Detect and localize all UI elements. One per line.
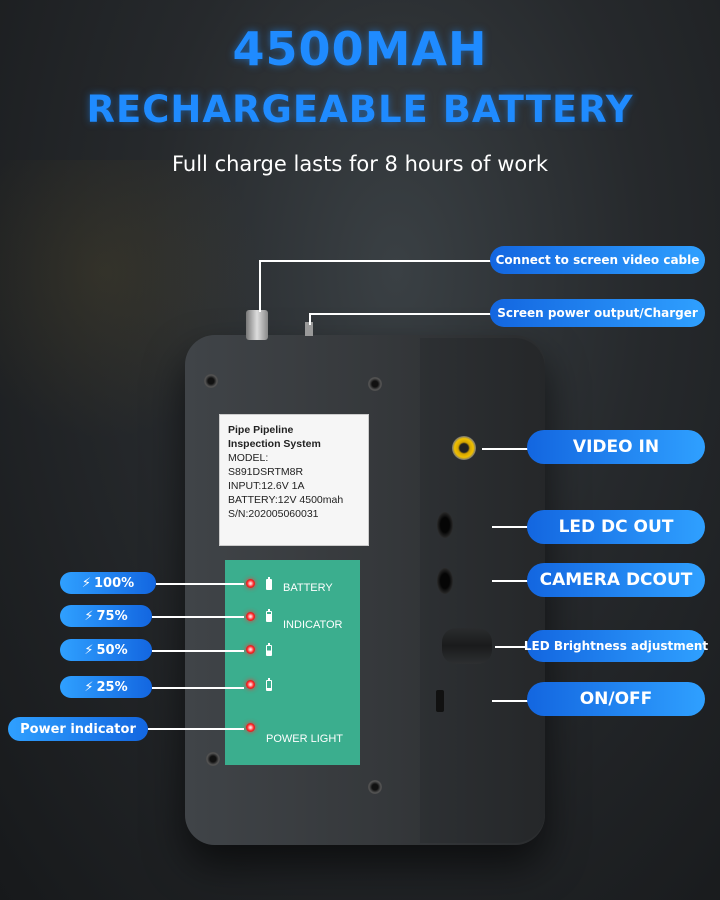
- lightning-icon: ⚡: [84, 679, 94, 695]
- callout-led-brightness: LED Brightness adjustment: [524, 630, 708, 662]
- leader-50: [152, 650, 244, 652]
- tagline: Full charge lasts for 8 hours of work: [171, 152, 549, 176]
- screw-top-left: [204, 374, 218, 388]
- leader-video-cable-h: [259, 260, 491, 262]
- leader-video-cable-v: [259, 260, 261, 312]
- battery-icon-50: [266, 643, 272, 656]
- battery-icon-75: [266, 609, 272, 622]
- leader-75: [152, 616, 244, 618]
- headline-capacity: 4500MAH: [232, 22, 488, 76]
- led-25: [246, 680, 255, 689]
- led-dc-out-port: [437, 512, 453, 538]
- callout-75-text: 75%: [96, 608, 128, 624]
- callout-camera-dcout: CAMERA DCOUT: [527, 563, 705, 597]
- callout-power-indicator: Power indicator: [8, 717, 148, 741]
- callout-video-cable: Connect to screen video cable: [490, 246, 705, 274]
- label-line-3: MODEL:: [228, 452, 269, 464]
- lightning-icon: ⚡: [84, 642, 94, 658]
- panel-power-light-text: POWER LIGHT: [266, 733, 344, 745]
- label-line-6: BATTERY:12V 4500mah: [228, 494, 344, 506]
- screw-bottom-right: [368, 780, 382, 794]
- label-line-5: INPUT:12.6V 1A: [228, 480, 305, 492]
- led-75: [246, 612, 255, 621]
- callout-video-in: VIDEO IN: [527, 430, 705, 464]
- screw-bottom-left: [206, 752, 220, 766]
- led-100: [246, 579, 255, 588]
- power-pin: [305, 322, 313, 336]
- panel-indicator-text: INDICATOR: [283, 619, 343, 631]
- leader-video-in: [482, 448, 528, 450]
- battery-icon-25: [266, 678, 272, 691]
- headline-rechargeable: RECHARGEABLE BATTERY: [86, 88, 634, 131]
- leader-power-output-h: [309, 313, 491, 315]
- battery-icon-full: [266, 577, 272, 590]
- label-line-4: S891DSRTM8R: [228, 466, 304, 478]
- video-connector: [246, 310, 268, 340]
- leader-on-off: [492, 700, 528, 702]
- callout-100: ⚡100%: [60, 572, 156, 594]
- callout-25: ⚡25%: [60, 676, 152, 698]
- leader-25: [152, 687, 244, 689]
- led-power: [246, 723, 255, 732]
- callout-power-output: Screen power output/Charger: [490, 299, 705, 327]
- panel-battery-text: BATTERY: [283, 582, 333, 594]
- screw-top-right: [368, 377, 382, 391]
- callout-50-text: 50%: [96, 642, 128, 658]
- callout-100-text: 100%: [93, 575, 135, 591]
- video-in-port: [452, 436, 476, 460]
- callout-on-off: ON/OFF: [527, 682, 705, 716]
- leader-100: [156, 583, 244, 585]
- callout-25-text: 25%: [96, 679, 128, 695]
- lightning-icon: ⚡: [84, 608, 94, 624]
- leader-power-indicator: [148, 728, 244, 730]
- device-info-label: Pipe Pipeline Inspection System MODEL: S…: [219, 414, 369, 546]
- on-off-switch: [436, 690, 444, 712]
- camera-dcout-port: [437, 568, 453, 594]
- leader-camera-dcout: [492, 580, 528, 582]
- brightness-knob: [442, 628, 492, 664]
- callout-50: ⚡50%: [60, 639, 152, 661]
- label-line-7: S/N:202005060031: [228, 508, 319, 520]
- callout-led-dc-out: LED DC OUT: [527, 510, 705, 544]
- led-50: [246, 645, 255, 654]
- leader-led-dc-out: [492, 526, 528, 528]
- label-line-1: Pipe Pipeline: [228, 424, 294, 436]
- leader-power-output-v: [309, 313, 311, 325]
- callout-75: ⚡75%: [60, 605, 152, 627]
- leader-led-brightness: [495, 646, 528, 648]
- lightning-icon: ⚡: [81, 575, 91, 591]
- label-line-2: Inspection System: [228, 438, 321, 450]
